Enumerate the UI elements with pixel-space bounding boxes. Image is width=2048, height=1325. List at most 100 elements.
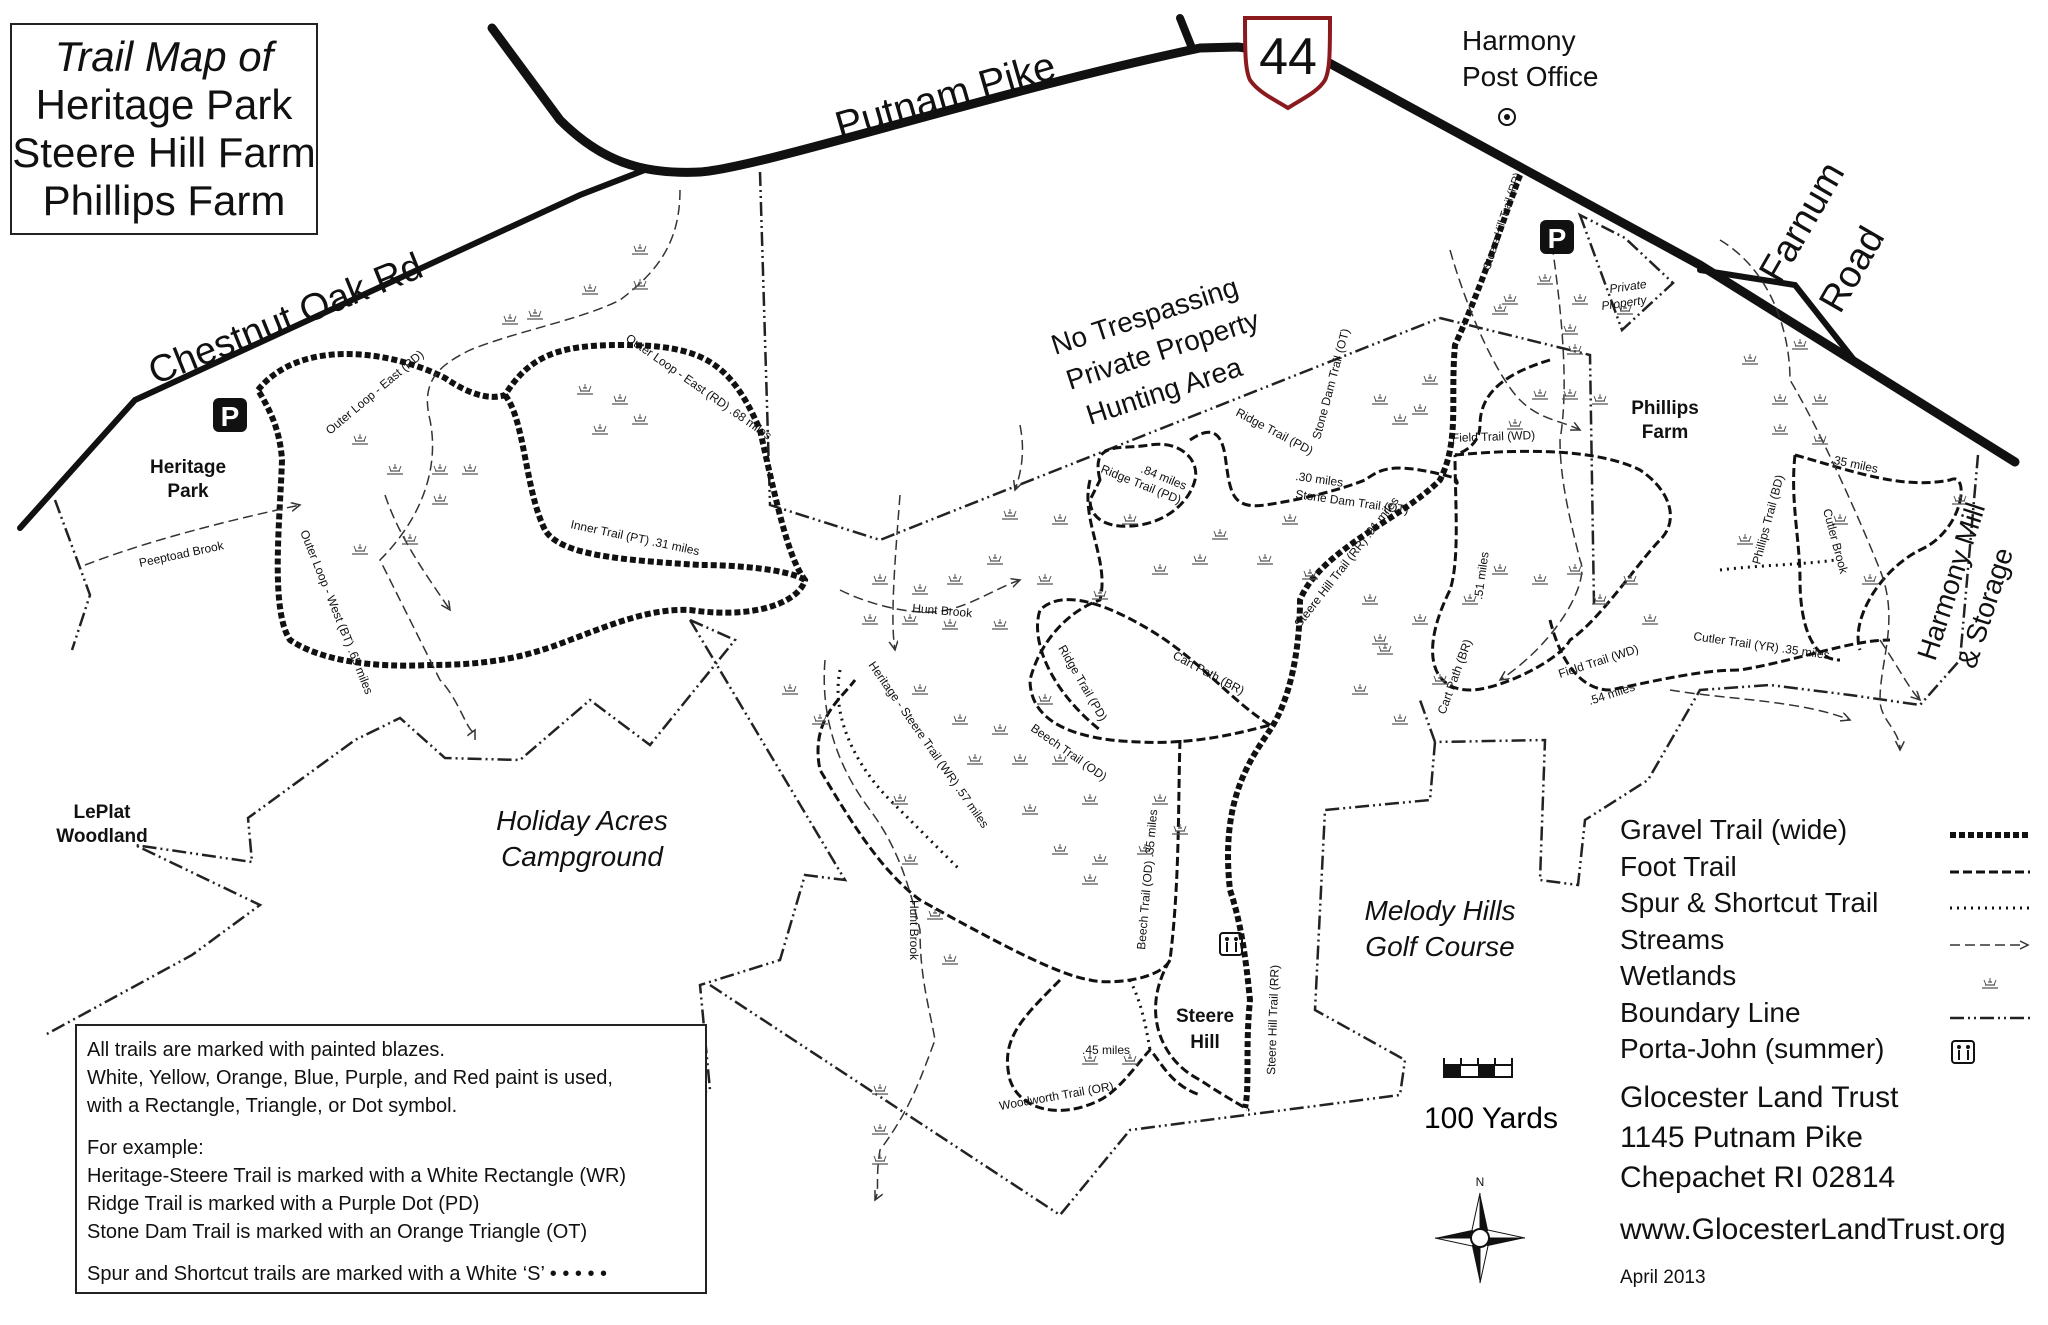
route-spur [1176,14,1196,52]
gravel-trails [254,173,1523,1109]
inner-trail [502,393,807,583]
svg-text:Woodworth Trail (OR): Woodworth Trail (OR) [998,1079,1114,1113]
svg-text:N: N [1476,1175,1485,1189]
svg-text:Field Trail (WD): Field Trail (WD) [1452,428,1536,445]
boundary-lines [44,171,1980,1217]
compass-rose: N [1434,1175,1526,1284]
svg-text:P: P [221,401,240,432]
map-legend: Gravel Trail (wide) Foot Trail Spur & Sh… [1620,812,2030,1068]
gravel-trail-symbol [1950,832,2030,838]
trust-address: Chepachet RI 02814 [1620,1161,1896,1194]
title-line: Phillips Farm [42,177,286,224]
svg-text:Ridge Trail (PD): Ridge Trail (PD) [1234,405,1316,457]
outer-loop-west [254,341,809,669]
note-line: Ridge Trail is marked with a Purple Dot … [87,1193,480,1215]
holiday-acres-label: Campground [501,841,664,872]
phillips-farm-label: Farm [1642,422,1688,443]
chestnut-oak-label: Chestnut Oak Rd [143,245,429,393]
steere-hill-label: Steere [1176,1006,1234,1027]
heritage-park-label: Park [167,481,209,502]
farnum-road [1697,267,1861,368]
svg-text:Outer Loop - West (BT) .65 m: Outer Loop - West (BT) .65 miles [297,528,376,696]
foot-trails [816,358,1963,1112]
svg-text:.30 miles: .30 miles [1295,469,1345,490]
svg-text:.35 miles: .35 miles [1829,452,1879,476]
svg-text:Heritage - Steere Trail (WR): Heritage - Steere Trail (WR) .57 miles [866,659,992,831]
private-property-label: Property [1600,293,1648,313]
legend-item: Boundary Line [1620,995,2030,1032]
svg-text:Cart Path (BR): Cart Path (BR) [1171,648,1247,697]
svg-text:Stone Dam Trail (OT): Stone Dam Trail (OT) [1309,327,1352,441]
legend-label: Foot Trail [1620,850,1737,882]
svg-text:.51 miles: .51 miles [1471,551,1492,601]
beech-trail [816,679,1182,984]
svg-text:.54 miles: .54 miles [1587,680,1637,708]
svg-text:Steere Hill Trail (RR): Steere Hill Trail (RR) [1264,965,1282,1075]
scale-bar [1443,1058,1513,1078]
phillips-farm-label: Phillips [1631,398,1699,419]
parking-icon: P [1540,220,1574,254]
legend-item: Wetlands [1620,958,2030,995]
streams [84,189,1920,1200]
svg-text:Hunt Brook: Hunt Brook [912,601,974,620]
svg-text:Ridge Trail (PD): Ridge Trail (PD) [1055,643,1110,724]
roads [17,14,2020,531]
legend-item: Streams [1620,922,2030,959]
private-property-label: Private [1608,277,1647,296]
road-label: Road [1811,220,1893,320]
note-line: White, Yellow, Orange, Blue, Purple, and… [87,1067,613,1089]
trail-labels: Outer Loop - East (RD) Outer Loop - East… [138,171,1880,1113]
legend-label: Wetlands [1620,960,1737,991]
boundary-line-symbol [1950,1016,2030,1019]
leplat-label: Woodland [56,826,147,847]
cart-path [1036,598,1271,732]
svg-text:P: P [1548,223,1567,254]
trust-address: 1145 Putnam Pike [1620,1121,1863,1154]
spur-trails [836,558,1836,1051]
leplat-label: LePlat [73,802,131,823]
legend-item: Spur & Shortcut Trail [1620,885,2030,922]
svg-text:Phillips Trail (BD): Phillips Trail (BD) [1749,473,1786,566]
steere-hill-trail [1225,173,1523,1109]
legend-label: Boundary Line [1620,996,1801,1028]
steere-hill-label: Hill [1190,1032,1220,1053]
svg-text:Hunt Brook: Hunt Brook [907,900,921,961]
note-line: For example: [87,1137,204,1159]
foot-trail-symbol [1950,870,2030,873]
svg-text:.45 miles: .45 miles [1082,1043,1130,1057]
route-44-shield: 44 [1242,16,1333,111]
woodworth-trail [1154,959,1250,1112]
trust-website[interactable]: www.GlocesterLandTrust.org [1620,1213,2006,1246]
svg-text:Outer Loop - East (RD) .68 m: Outer Loop - East (RD) .68 miles [623,331,774,443]
legend-item: Foot Trail [1620,849,2030,886]
heritage-park-label: Heritage [150,457,226,478]
svg-text:Outer Loop - East (RD): Outer Loop - East (RD) [323,347,427,437]
map-date: April 2013 [1620,1267,1706,1288]
title-line: Heritage Park [35,81,293,128]
ridge-trail-2 [1088,442,1198,528]
note-line: Heritage-Steere Trail is marked with a W… [87,1165,627,1187]
note-line: Stone Dam Trail is marked with an Orange… [87,1221,588,1243]
legend-label: Spur & Shortcut Trail [1620,887,1879,918]
melody-hills-label: Golf Course [1365,931,1514,962]
note-line: with a Rectangle, Triangle, or Dot symbo… [87,1095,458,1117]
stream-symbol [1950,939,2030,950]
phillips-trail [1794,453,1963,651]
legend-item: Porta-John (summer) [1620,1031,2030,1068]
field-trail [1431,449,1672,692]
land-trust-info: Glocester Land Trust 1145 Putnam Pike Ch… [1620,1078,2006,1298]
chestnut-oak-road [17,165,653,531]
legend-label: Streams [1620,923,1725,955]
legend-label: Gravel Trail (wide) [1620,814,1848,845]
title-line: Trail Map of [54,33,274,80]
map-title: Trail Map of Heritage Park Steere Hill F… [10,23,318,235]
svg-text:Cutler Trail (YR) .35 miles: Cutler Trail (YR) .35 miles [1693,629,1831,662]
legend-label: Porta-John (summer) [1620,1033,1885,1064]
wetland-symbol [1982,978,1998,989]
spur-trail-symbol [1950,906,2030,910]
post-office-symbol [1498,108,1516,126]
svg-text:Steere Hill Trail (RR): Steere Hill Trail (RR) [1481,171,1524,271]
legend-item: Gravel Trail (wide) [1620,812,2030,849]
melody-hills-label: Melody Hills [1365,895,1516,926]
